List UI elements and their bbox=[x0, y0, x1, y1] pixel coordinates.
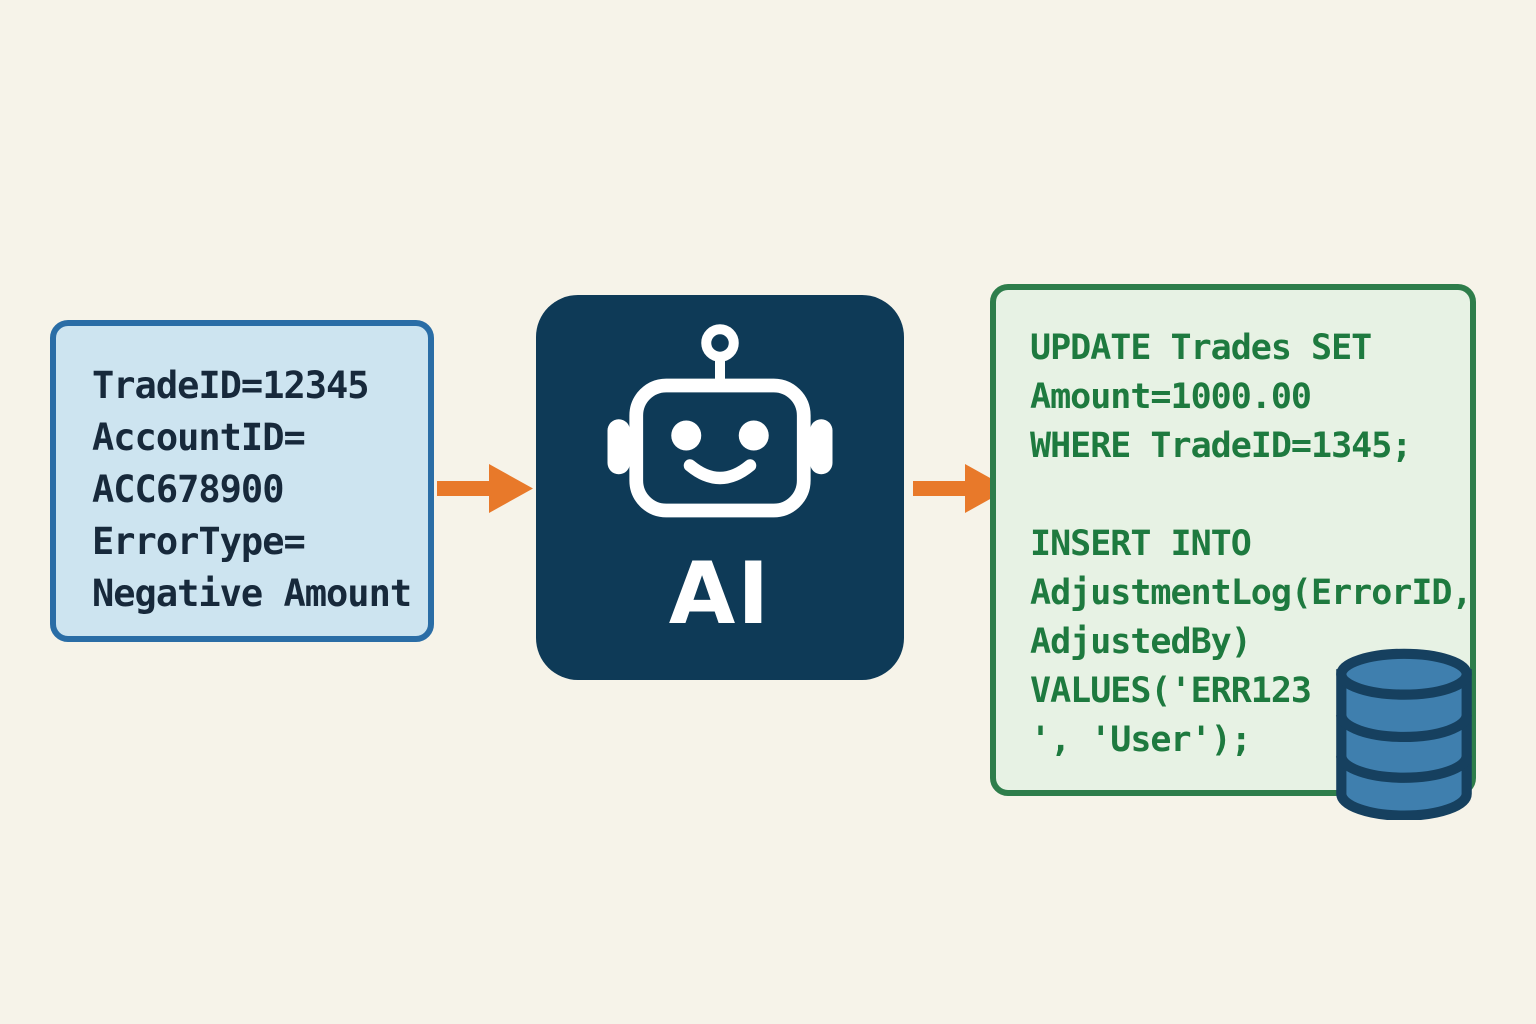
input-line-error-value: Negative Amount bbox=[92, 572, 412, 615]
input-line-account-id: AccountID= bbox=[92, 416, 306, 459]
sql-line-user: ', 'User'); bbox=[1030, 720, 1252, 760]
database-icon bbox=[1336, 648, 1472, 820]
input-line-error-type: ErrorType= bbox=[92, 520, 306, 563]
ai-node: AI bbox=[536, 295, 904, 680]
sql-output-card: UPDATE Trades SET Amount=1000.00 WHERE T… bbox=[990, 284, 1476, 796]
sql-line-blank bbox=[1030, 471, 1470, 520]
input-line-account-value: ACC678900 bbox=[92, 468, 284, 511]
trade-error-input-card: TradeID=12345 AccountID= ACC678900 Error… bbox=[50, 320, 434, 642]
sql-line-where: WHERE TradeID=1345; bbox=[1030, 426, 1412, 466]
sql-line-adjustmentlog: AdjustmentLog(ErrorID, bbox=[1030, 573, 1473, 613]
sql-line-insert: INSERT INTO bbox=[1030, 524, 1252, 564]
robot-icon bbox=[607, 324, 833, 518]
input-line-trade-id: TradeID=12345 bbox=[92, 364, 370, 407]
arrow-right-icon bbox=[913, 464, 1009, 513]
ai-label: AI bbox=[668, 544, 772, 644]
sql-line-values: VALUES('ERR123 bbox=[1030, 671, 1312, 711]
arrow-right-icon bbox=[437, 464, 533, 513]
sql-line-update: UPDATE Trades SET bbox=[1030, 328, 1372, 368]
sql-line-amount: Amount=1000.00 bbox=[1030, 377, 1312, 417]
sql-line-adjustedby: AdjustedBy) bbox=[1030, 622, 1252, 662]
